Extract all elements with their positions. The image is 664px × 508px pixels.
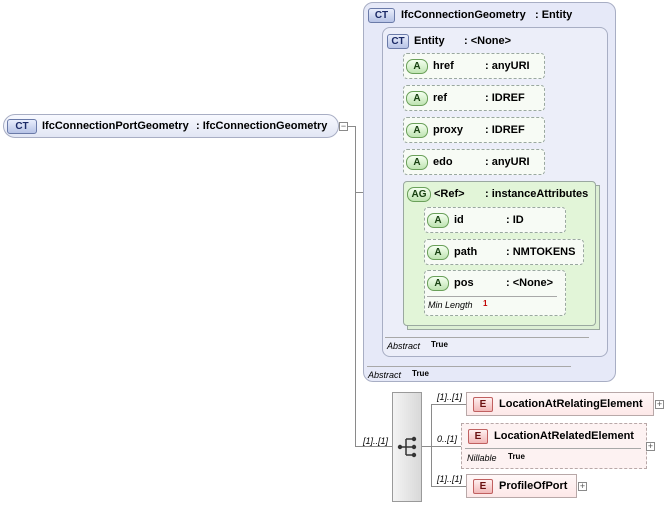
divider	[427, 296, 557, 297]
element-name: LocationAtRelatingElement	[499, 398, 643, 410]
attribute-group-name: <Ref>	[434, 188, 465, 200]
attribute-href[interactable]: A href : anyURI	[403, 53, 545, 79]
attribute-name: ref	[433, 92, 448, 104]
element-location-at-related[interactable]: E LocationAtRelatedElement Nillable True	[461, 423, 647, 469]
attribute-id[interactable]: A id : ID	[424, 207, 566, 233]
attribute-edo[interactable]: A edo : anyURI	[403, 149, 545, 175]
attribute-name: proxy	[433, 124, 463, 136]
sequence-icon	[397, 436, 417, 458]
complex-type-icon: CT	[368, 8, 395, 23]
attribute-name: id	[454, 214, 464, 226]
sequence-compositor[interactable]	[392, 392, 422, 502]
collapse-toggle[interactable]: −	[339, 121, 348, 131]
attribute-type: : anyURI	[485, 60, 530, 72]
divider	[367, 366, 571, 367]
connector	[431, 404, 432, 486]
element-name: ProfileOfPort	[499, 480, 568, 492]
connector	[431, 486, 467, 487]
connector	[348, 126, 356, 127]
expand-toggle[interactable]: +	[655, 399, 664, 409]
attribute-icon: A	[406, 59, 428, 74]
attribute-pos[interactable]: A pos : <None> Min Length 1	[424, 270, 566, 316]
attribute-icon: A	[427, 213, 449, 228]
attribute-type: : ID	[506, 214, 524, 226]
connector	[431, 404, 467, 405]
attribute-path[interactable]: A path : NMTOKENS	[424, 239, 584, 265]
element-cardinality: [1]..[1]	[437, 474, 463, 484]
connector	[355, 446, 393, 447]
sequence-cardinality: [1]..[1]	[363, 436, 389, 446]
element-location-at-relating[interactable]: E LocationAtRelatingElement	[466, 392, 654, 416]
abstract-label: Abstract	[368, 370, 402, 380]
divider	[385, 337, 589, 338]
attribute-group-type: : instanceAttributes	[485, 188, 589, 200]
attribute-type: : IDREF	[485, 92, 525, 104]
connector	[431, 446, 461, 447]
element-icon: E	[473, 397, 493, 412]
attribute-name: pos	[454, 277, 474, 289]
facet-value: True	[508, 452, 525, 461]
entity-name: Entity	[414, 35, 445, 47]
attribute-icon: A	[406, 123, 428, 138]
attribute-icon: A	[427, 276, 449, 291]
element-icon: E	[468, 429, 488, 444]
entity-type: : <None>	[464, 35, 512, 47]
attribute-icon: A	[427, 245, 449, 260]
element-cardinality: [1]..[1]	[437, 392, 463, 402]
divider	[465, 448, 641, 449]
attribute-icon: A	[406, 91, 428, 106]
attribute-name: path	[454, 246, 478, 258]
element-icon: E	[473, 479, 493, 494]
attribute-type: : IDREF	[485, 124, 525, 136]
element-cardinality: 0..[1]	[437, 434, 458, 444]
attribute-icon: A	[406, 155, 428, 170]
complex-type-icon: CT	[387, 34, 409, 49]
expand-toggle[interactable]: +	[578, 481, 587, 491]
facet-value: 1	[483, 299, 488, 308]
root-type-box[interactable]: CT IfcConnectionPortGeometry : IfcConnec…	[3, 114, 339, 138]
facet-label: Min Length	[428, 300, 473, 310]
parent-type-type: : Entity	[535, 9, 573, 21]
connector	[355, 126, 356, 447]
connector	[355, 192, 363, 193]
abstract-value: True	[431, 340, 448, 349]
expand-toggle[interactable]: +	[646, 441, 655, 451]
abstract-value: True	[412, 369, 429, 378]
complex-type-icon: CT	[7, 119, 37, 134]
connector	[422, 446, 432, 447]
attribute-group-icon: AG	[407, 187, 431, 202]
attribute-ref[interactable]: A ref : IDREF	[403, 85, 545, 111]
element-name: LocationAtRelatedElement	[494, 430, 634, 442]
attribute-type: : NMTOKENS	[506, 246, 576, 258]
element-profile-of-port[interactable]: E ProfileOfPort	[466, 474, 577, 498]
abstract-label: Abstract	[387, 341, 421, 351]
root-name: IfcConnectionPortGeometry	[42, 120, 189, 132]
attribute-name: edo	[433, 156, 453, 168]
facet-label: Nillable	[467, 453, 497, 463]
parent-type-name: IfcConnectionGeometry	[401, 9, 526, 21]
attribute-name: href	[433, 60, 454, 72]
attribute-type: : anyURI	[485, 156, 530, 168]
attribute-proxy[interactable]: A proxy : IDREF	[403, 117, 545, 143]
attribute-type: : <None>	[506, 277, 554, 289]
root-type: : IfcConnectionGeometry	[196, 120, 328, 132]
